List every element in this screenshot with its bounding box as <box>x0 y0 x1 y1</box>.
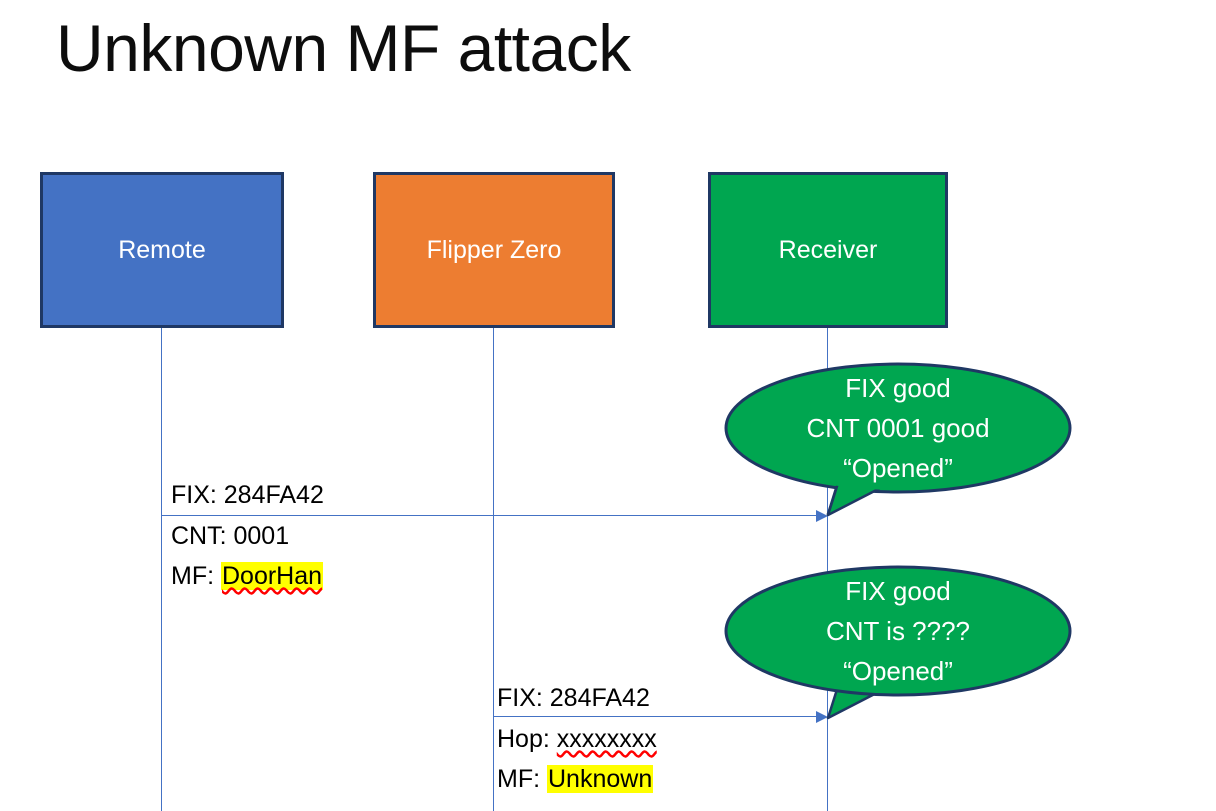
message-label-remote-line2: CNT: 0001 <box>171 516 289 556</box>
lifeline-remote <box>161 328 162 811</box>
arrow-shaft <box>494 716 816 717</box>
message-arrow-remote-to-receiver[interactable] <box>162 509 828 523</box>
actor-box-flipper[interactable]: Flipper Zero <box>373 172 615 328</box>
message-arrow-flipper-to-receiver[interactable] <box>494 710 828 724</box>
lifeline-flipper <box>493 328 494 811</box>
actor-box-receiver[interactable]: Receiver <box>708 172 948 328</box>
actor-box-remote[interactable]: Remote <box>40 172 284 328</box>
arrow-head <box>816 510 828 522</box>
message-text-prefix: MF: <box>497 765 547 793</box>
speech-bubble-receiver-1[interactable]: FIX good CNT 0001 good “Opened” <box>724 362 1072 520</box>
arrow-head <box>816 711 828 723</box>
actor-label-flipper: Flipper Zero <box>426 236 562 264</box>
message-text-prefix: Hop: <box>497 725 557 753</box>
message-label-flipper-line3: MF: Unknown <box>497 759 654 799</box>
message-text-hop-value: xxxxxxxx <box>556 725 657 753</box>
lifeline-receiver <box>827 328 828 811</box>
message-text-prefix: MF: <box>171 562 221 590</box>
message-label-flipper-line2: Hop: xxxxxxxx <box>497 719 657 759</box>
arrow-shaft <box>162 515 816 516</box>
message-text-highlighted-doorhan: DoorHan <box>221 562 324 590</box>
message-text: CNT: 0001 <box>171 522 290 550</box>
page-title: Unknown MF attack <box>56 11 631 85</box>
message-text: FIX: 284FA42 <box>171 481 324 509</box>
actor-label-remote: Remote <box>118 236 206 264</box>
message-label-remote-line3: MF: DoorHan <box>171 556 324 596</box>
speech-bubble-receiver-2[interactable]: FIX good CNT is ???? “Opened” <box>724 565 1072 723</box>
message-text-highlighted-unknown: Unknown <box>547 765 654 793</box>
actor-label-receiver: Receiver <box>778 236 878 264</box>
message-text: FIX: 284FA42 <box>497 684 650 712</box>
message-label-flipper-line1: FIX: 284FA42 <box>497 678 650 718</box>
message-label-remote-line1: FIX: 284FA42 <box>171 475 324 515</box>
